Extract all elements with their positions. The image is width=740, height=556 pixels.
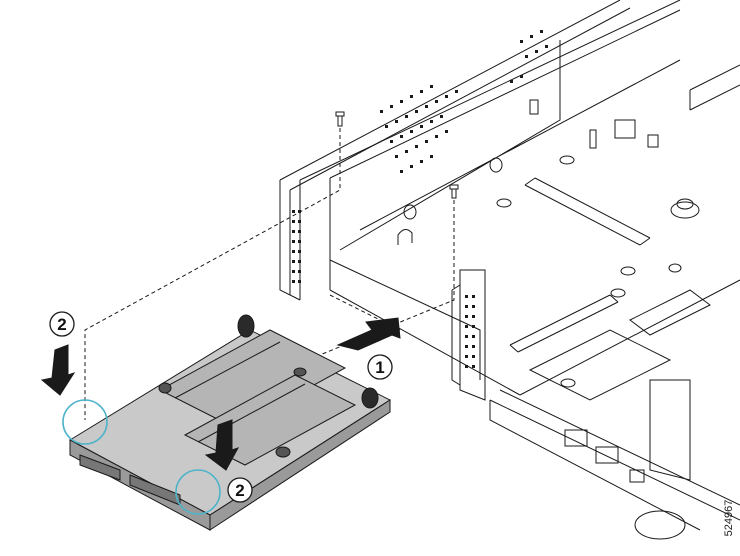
io-port (629, 469, 645, 483)
pcie-slot-upper (524, 177, 651, 246)
left-rail (279, 180, 301, 301)
callout-2-right: 2 (227, 477, 253, 503)
standoff (668, 263, 682, 273)
riser-card (528, 329, 672, 401)
module-latch (275, 446, 291, 458)
module-latch (293, 367, 307, 377)
component-block (647, 134, 659, 148)
module-standoff (361, 387, 379, 409)
standoff (670, 201, 700, 219)
alignment-line (197, 200, 455, 490)
chassis-top-rail (279, 0, 631, 191)
module-rail (174, 341, 306, 443)
chassis-pin (589, 129, 597, 149)
figure-number-text: 524967 (723, 499, 735, 537)
rear-io-panel (489, 389, 740, 531)
down-arrows (40, 344, 240, 471)
left-rail-holes (292, 210, 301, 283)
chassis (279, 0, 740, 540)
chassis-pin (529, 99, 539, 115)
chassis-side-panel (339, 40, 681, 251)
right-bracket (649, 379, 691, 481)
module-slot-upper (158, 329, 347, 429)
network-port (595, 446, 619, 464)
module-latch (158, 382, 172, 394)
screw-icon (335, 111, 345, 127)
standoff (496, 198, 512, 208)
callout-1: 1 (367, 354, 393, 380)
module-tray-side (209, 399, 391, 531)
highlight-circles (62, 399, 221, 515)
heatsink (689, 64, 740, 111)
down-arrow-icon (40, 344, 76, 396)
down-arrow-icon (204, 419, 240, 471)
chassis-slot (397, 229, 413, 245)
figure-number: 524967 (722, 488, 736, 548)
module-standoff (237, 314, 255, 338)
insertion-arrow-icon (336, 317, 401, 351)
callout-2-left: 2 (49, 311, 75, 337)
riser-bracket (451, 269, 486, 401)
callout-label: 2 (57, 315, 66, 334)
network-port (564, 429, 588, 447)
vent-perforations (380, 30, 548, 173)
screws (335, 111, 459, 199)
standoff (620, 266, 636, 276)
standoff (676, 198, 694, 210)
status-led-board (629, 289, 711, 336)
callout-label: 1 (375, 358, 384, 377)
chassis-hole (403, 204, 417, 220)
standoff (559, 155, 575, 165)
chassis-hole (489, 157, 503, 173)
chassis-inner-wall (329, 259, 481, 380)
pcie-slot-lower (509, 294, 619, 353)
component-block (614, 119, 636, 139)
alignment-line (84, 128, 341, 420)
callout-label: 2 (235, 481, 244, 500)
chassis-back-wall (299, 0, 681, 300)
screw-location-highlight (175, 469, 221, 515)
screw-location-highlight (62, 399, 108, 445)
standoff (610, 288, 626, 298)
riser-bracket-holes (465, 295, 475, 368)
screw-icon (449, 184, 459, 199)
handle-knob (634, 510, 686, 540)
chassis-floor-edge (329, 279, 740, 396)
standoff (560, 378, 576, 388)
